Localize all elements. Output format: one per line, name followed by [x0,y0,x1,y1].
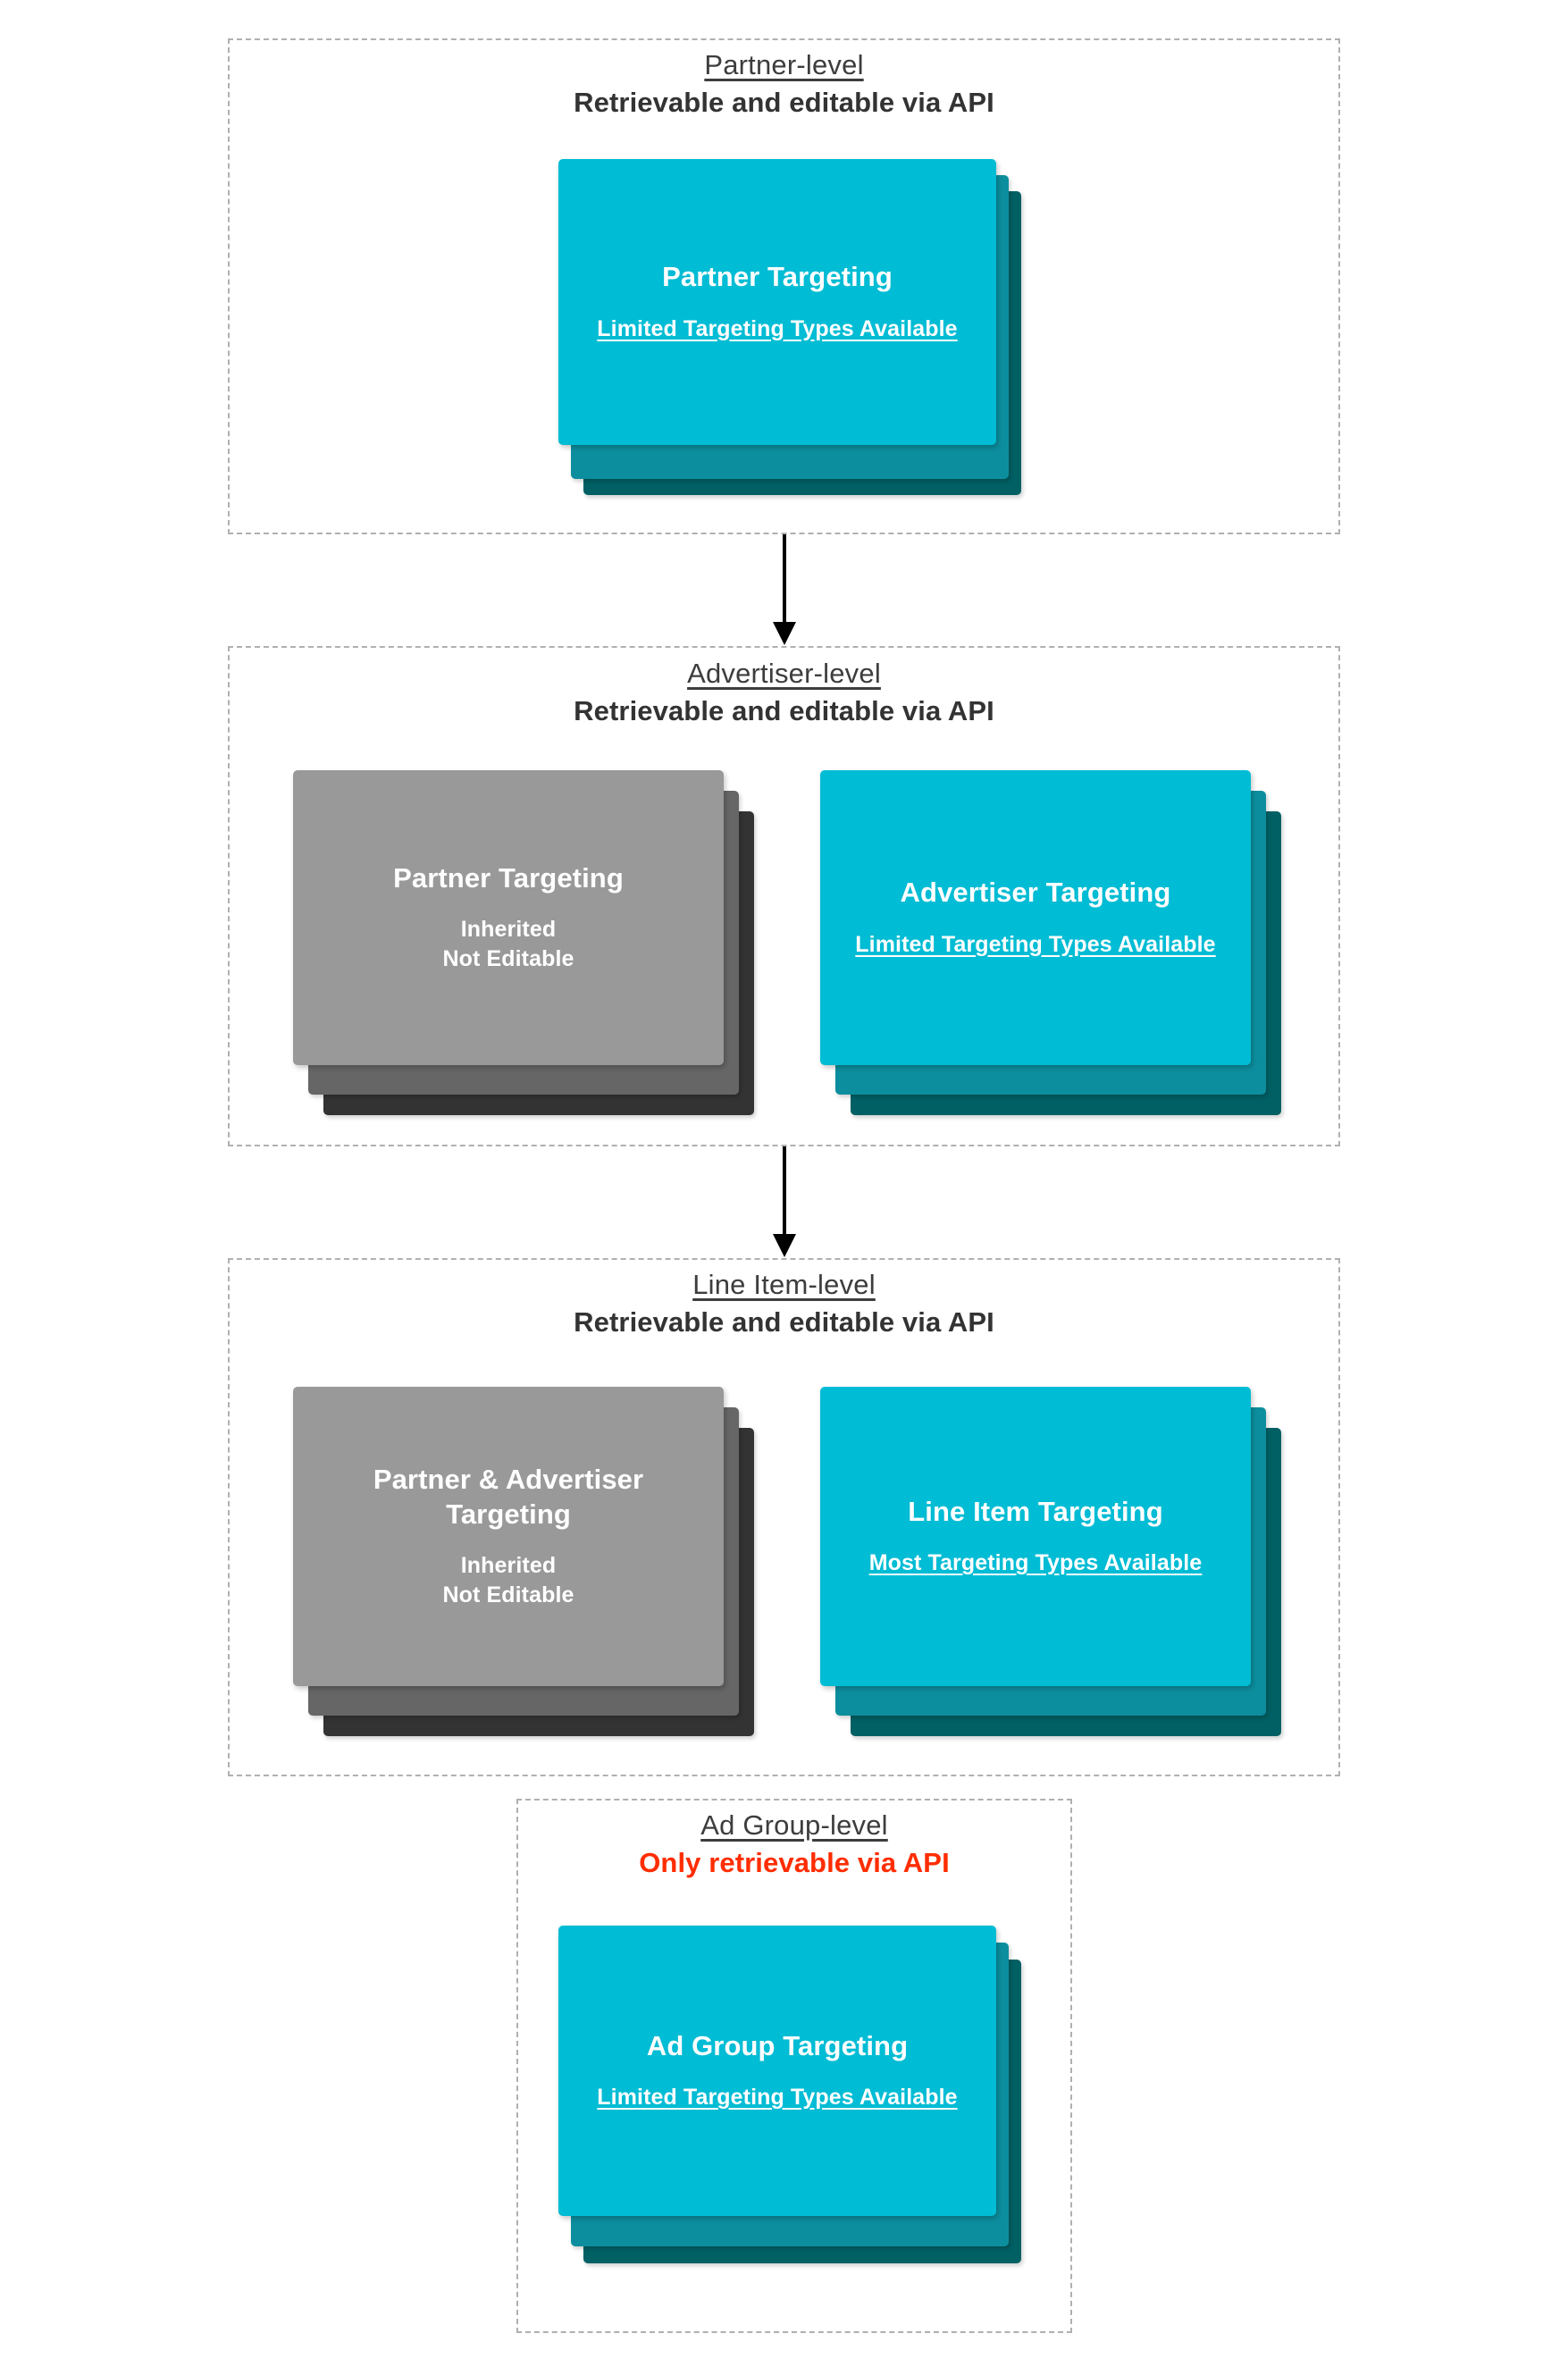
card-note: Limited Targeting Types Available [597,315,958,341]
level-title-advertiser: Advertiser-level [687,658,881,689]
level-subtitle-partner: Retrievable and editable via API [574,86,994,118]
card-note: Most Targeting Types Available [868,1550,1203,1576]
level-title-partner: Partner-level [704,49,864,80]
level-heading-advertiser: Advertiser-level Retrievable and editabl… [228,658,1340,727]
level-subtitle-line-item: Retrievable and editable via API [574,1305,994,1338]
card-note: Inherited Not Editable [442,1552,574,1607]
level-heading-ad-group: Ad Group-level Only retrievable via API [516,1809,1072,1879]
card-stack-partner-targeting-inherited: Partner Targeting Inherited Not Editable [293,770,758,1128]
connector-partner-to-advertiser [773,534,796,645]
level-title-ad-group: Ad Group-level [700,1809,888,1841]
card-stack-line-item-targeting: Line Item Targeting Most Targeting Types… [820,1387,1285,1753]
card-partner-advertiser-targeting-inherited[interactable]: Partner & Advertiser Targeting Inherited… [293,1387,724,1686]
card-advertiser-targeting[interactable]: Advertiser Targeting Limited Targeting T… [820,770,1251,1065]
card-title: Partner Targeting [662,261,893,293]
card-note: Limited Targeting Types Available [855,931,1216,957]
card-title: Partner & Advertiser Targeting [373,1464,644,1530]
card-line-item-targeting[interactable]: Line Item Targeting Most Targeting Types… [820,1387,1251,1686]
level-subtitle-ad-group: Only retrievable via API [639,1846,950,1878]
card-title: Partner Targeting [393,861,624,894]
card-partner-targeting[interactable]: Partner Targeting Limited Targeting Type… [558,159,996,445]
card-stack-ad-group-targeting: Ad Group Targeting Limited Targeting Typ… [558,1926,1023,2283]
card-title: Line Item Targeting [908,1495,1163,1527]
card-ad-group-targeting[interactable]: Ad Group Targeting Limited Targeting Typ… [558,1926,996,2216]
level-subtitle-advertiser: Retrievable and editable via API [574,694,994,726]
card-stack-partner-targeting: Partner Targeting Limited Targeting Type… [558,159,1023,497]
level-heading-partner: Partner-level Retrievable and editable v… [228,49,1340,119]
card-note: Limited Targeting Types Available [597,2085,958,2111]
level-box-line-item [228,1258,1340,1776]
level-title-line-item: Line Item-level [692,1269,876,1300]
card-title: Ad Group Targeting [646,2029,909,2061]
card-stack-advertiser-targeting: Advertiser Targeting Limited Targeting T… [820,770,1285,1128]
card-stack-partner-advertiser-targeting-inherited: Partner & Advertiser Targeting Inherited… [293,1387,758,1753]
level-box-ad-group [516,1799,1072,2333]
card-title: Advertiser Targeting [900,877,1171,909]
card-note: Inherited Not Editable [442,917,574,972]
level-heading-line-item: Line Item-level Retrievable and editable… [228,1269,1340,1339]
level-box-partner [228,38,1340,534]
card-partner-targeting-inherited[interactable]: Partner Targeting Inherited Not Editable [293,770,724,1065]
level-box-advertiser [228,646,1340,1146]
connector-advertiser-to-line-item [773,1146,796,1257]
